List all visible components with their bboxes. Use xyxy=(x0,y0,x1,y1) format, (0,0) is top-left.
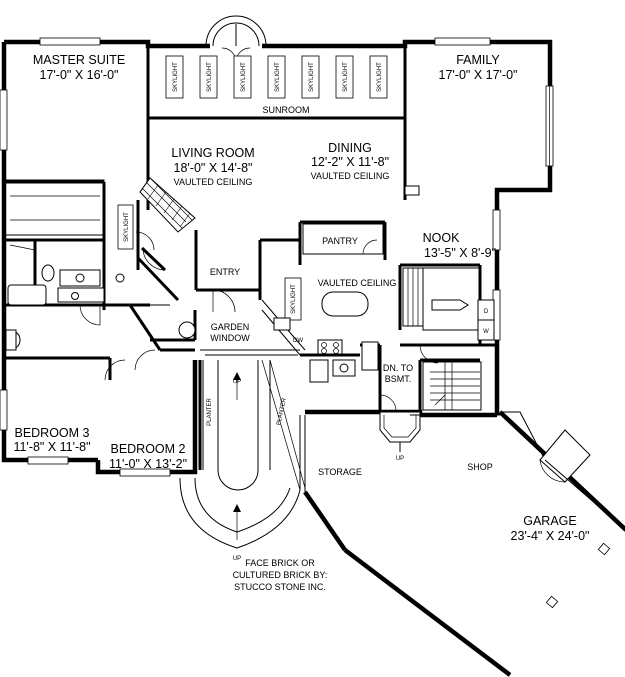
kitchen-note: VAULTED CEILING xyxy=(318,278,397,288)
up-label-entry: UP xyxy=(396,456,404,462)
skylight-label: SKYLIGHT xyxy=(377,62,383,92)
dishwasher-label: DW xyxy=(293,338,303,344)
up-label-walk: UP xyxy=(233,556,241,562)
skylight-4 xyxy=(267,55,286,99)
bedroom-windows xyxy=(0,389,171,477)
dryer-label: D xyxy=(484,309,489,315)
stair-label-line1: DN. TO xyxy=(383,363,413,373)
up-label-garden: UP xyxy=(233,379,241,385)
garage-details xyxy=(339,411,625,609)
dining-size: 12'-2" X 11'-8" xyxy=(311,155,389,169)
basement-stair xyxy=(422,361,482,411)
garage-title: GARAGE xyxy=(523,514,577,528)
garage-size: 23'-4" X 24'-0" xyxy=(511,529,590,543)
sunroom-bay xyxy=(205,15,267,63)
bedroom2-size: 11'-0" X 13'-2" xyxy=(109,457,187,471)
storage-title: STORAGE xyxy=(318,467,362,477)
living-room-note: VAULTED CEILING xyxy=(174,177,253,187)
brick-note-line1: FACE BRICK OR xyxy=(245,558,315,568)
sink-icon xyxy=(75,273,85,283)
toilet-icon xyxy=(41,264,55,282)
skylight-label: SKYLIGHT xyxy=(241,62,247,92)
dining-note: VAULTED CEILING xyxy=(311,171,390,181)
room-labels: MASTER SUITE 17'-0" X 16'-0" FAMILY 17'-… xyxy=(13,53,589,592)
pantry-title: PANTRY xyxy=(322,236,358,246)
fireplace xyxy=(136,177,196,270)
brick-note-line3: STUCCO STONE INC. xyxy=(234,582,326,592)
skylight-label: SKYLIGHT xyxy=(173,62,179,92)
master-suite-size: 17'-0" X 16'-0" xyxy=(40,68,119,82)
skylight-label: SKYLIGHT xyxy=(343,62,349,92)
doors xyxy=(104,231,439,412)
bedroom2-title: BEDROOM 2 xyxy=(110,442,185,456)
bedroom3-title: BEDROOM 3 xyxy=(14,426,89,440)
sunroom-title: SUNROOM xyxy=(263,105,310,115)
living-room-title: LIVING ROOM xyxy=(171,146,254,160)
bedroom3-size: 11'-8" X 11'-8" xyxy=(13,440,90,454)
garden-window-line2: WINDOW xyxy=(210,333,250,343)
skylight-3 xyxy=(233,55,252,99)
washer-label: W xyxy=(483,329,489,335)
skylight-6 xyxy=(335,55,354,99)
entry-bay xyxy=(379,411,421,452)
planter-label-left: PLANTER xyxy=(207,398,213,426)
garden-window-line1: GARDEN xyxy=(211,322,250,332)
kitchen-details: SKYLIGHT xyxy=(261,277,379,383)
master-suite-details: SKYLIGHT xyxy=(0,37,170,360)
sink-icon xyxy=(115,273,125,283)
sunroom-skylights: SKYLIGHT SKYLIGHT SKYLIGHT SKYLIGHT SKYL… xyxy=(165,55,388,99)
skylight-5 xyxy=(301,55,320,99)
skylight-1 xyxy=(165,55,184,99)
garden-area xyxy=(179,349,306,549)
sink-icon xyxy=(71,292,79,300)
shop-title: SHOP xyxy=(467,462,493,472)
family-room-details xyxy=(403,37,554,341)
nook-title: NOOK xyxy=(423,231,460,245)
skylight-2 xyxy=(199,55,218,99)
nook-size: 13'-5" X 8'-9" xyxy=(424,246,496,260)
stair-label-line2: BSMT. xyxy=(385,374,412,384)
family-title: FAMILY xyxy=(456,53,500,67)
skylight-label: SKYLIGHT xyxy=(275,62,281,92)
skylight-label: SKYLIGHT xyxy=(291,284,297,314)
pantry-details xyxy=(302,223,384,255)
skylight-7 xyxy=(369,55,388,99)
entry-title: ENTRY xyxy=(210,267,240,277)
brick-note-line2: CULTURED BRICK BY: xyxy=(233,570,328,580)
skylight-label: SKYLIGHT xyxy=(207,62,213,92)
sink-icon xyxy=(339,363,349,373)
living-room-size: 18'-0" X 14'-8" xyxy=(174,161,253,175)
master-suite-title: MASTER SUITE xyxy=(33,53,125,67)
kitchen-island xyxy=(321,291,369,317)
planter-label-right: PLANTER xyxy=(276,397,288,426)
dining-title: DINING xyxy=(328,141,372,155)
skylight-label: SKYLIGHT xyxy=(124,212,130,242)
family-size: 17'-0" X 17'-0" xyxy=(439,68,518,82)
nook-laundry: D W xyxy=(402,267,495,341)
skylight-label: SKYLIGHT xyxy=(309,62,315,92)
